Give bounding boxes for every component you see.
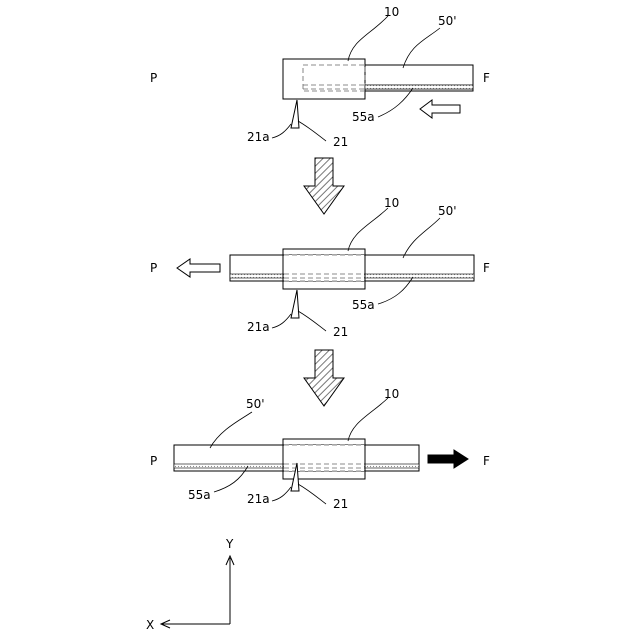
label-21: 21 (333, 497, 348, 511)
down-arrow-hatched-icon (304, 350, 344, 406)
label-50: 50' (438, 204, 457, 218)
label-10: 10 (384, 387, 399, 401)
leader-21 (298, 311, 326, 331)
label-55a: 55a (352, 298, 375, 312)
label-10: 10 (384, 5, 399, 19)
label-21a: 21a (247, 130, 270, 144)
leader-21a (272, 314, 291, 328)
stage-1: P F 10 50' 55a 21 21a (150, 5, 490, 149)
label-f: F (483, 71, 490, 85)
arrow-left-white-icon (177, 259, 220, 277)
axis-label-x: X (146, 618, 154, 632)
stage-3: P F 10 50' 55a 21 21a (150, 387, 490, 511)
label-50: 50' (438, 14, 457, 28)
leader-21 (298, 121, 326, 141)
axis-indicator: Y X (146, 537, 234, 632)
leader-55a (378, 88, 413, 117)
label-21: 21 (333, 325, 348, 339)
label-f: F (483, 454, 490, 468)
leader-21a (272, 124, 291, 138)
label-21a: 21a (247, 320, 270, 334)
leader-10 (348, 398, 388, 441)
label-p: P (150, 71, 157, 85)
label-55a: 55a (352, 110, 375, 124)
label-10: 10 (384, 196, 399, 210)
axis-label-y: Y (225, 537, 234, 551)
leader-50 (403, 28, 440, 68)
arrow-left-white-icon (420, 100, 460, 118)
label-f: F (483, 261, 490, 275)
label-55a: 55a (188, 488, 211, 502)
label-p: P (150, 454, 157, 468)
leader-21 (298, 484, 326, 504)
leader-50 (210, 412, 252, 448)
leader-10 (348, 16, 388, 61)
down-arrow-hatched-icon (304, 158, 344, 214)
cutter-21 (291, 290, 299, 318)
leader-21a (272, 487, 291, 501)
arrow-right-black-icon (428, 450, 468, 468)
leader-10 (348, 208, 388, 251)
leader-50 (403, 218, 440, 258)
cutter-21 (291, 100, 299, 128)
label-p: P (150, 261, 157, 275)
label-21a: 21a (247, 492, 270, 506)
label-21: 21 (333, 135, 348, 149)
stage-2: P F 10 50' 55a 21 21a (150, 196, 490, 339)
label-50: 50' (246, 397, 265, 411)
